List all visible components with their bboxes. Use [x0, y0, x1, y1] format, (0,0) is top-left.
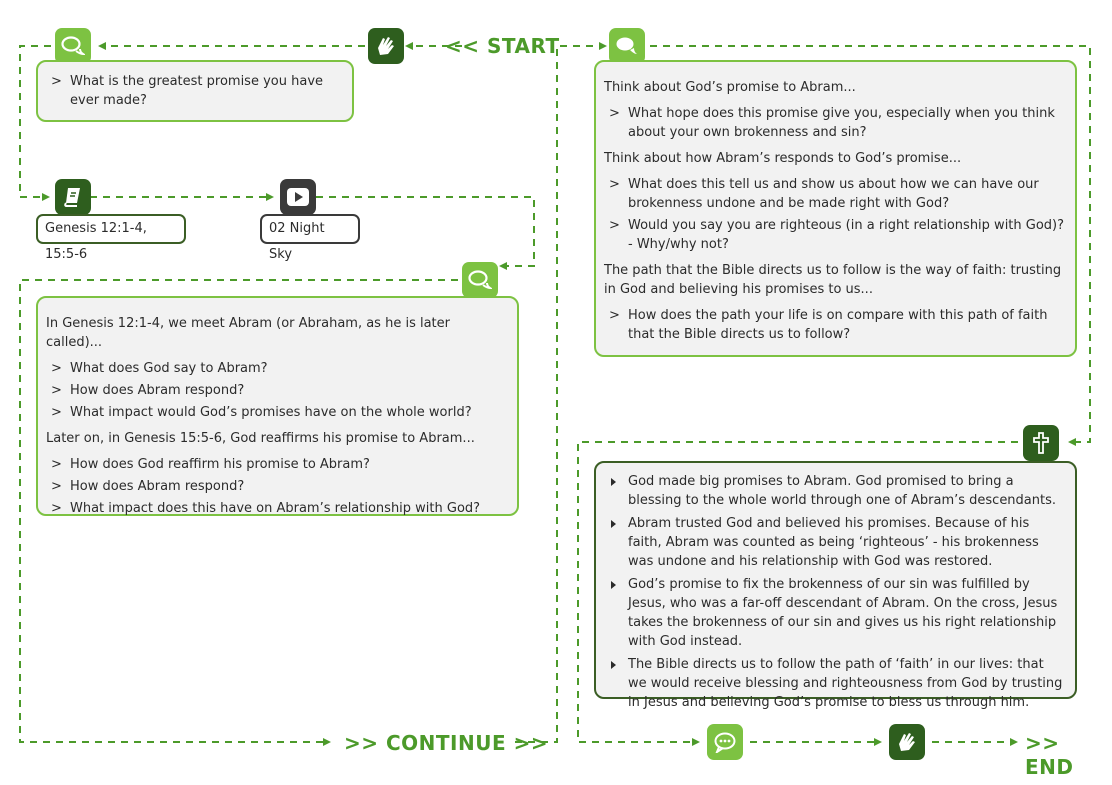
- list-item: Would you say you are righteous (in a ri…: [604, 216, 1065, 254]
- cross-icon: [1023, 425, 1059, 461]
- list-item: How does Abram respond?: [46, 381, 507, 400]
- opening-question-box: What is the greatest promise you have ev…: [36, 60, 354, 122]
- summary-box: God made big promises to Abram. God prom…: [594, 461, 1077, 710]
- discussion1-intro2: Later on, in Genesis 15:5-6, God reaffir…: [46, 431, 475, 446]
- praying-hands-icon: [368, 28, 404, 64]
- bible-reference: Genesis 12:1-4, 15:5-6: [36, 214, 186, 262]
- summary-point: Abram trusted God and believed his promi…: [604, 514, 1065, 571]
- list-item: How does the path your life is on compar…: [604, 306, 1065, 344]
- discussion-box-1: In Genesis 12:1-4, we meet Abram (or Abr…: [36, 296, 519, 518]
- list-item: How does Abram respond?: [46, 477, 507, 496]
- praying-hands-icon: [889, 724, 925, 760]
- list-item: What impact would God’s promises have on…: [46, 403, 507, 422]
- discussion2-intro1: Think about God’s promise to Abram...: [604, 80, 856, 95]
- discussion2-intro2: Think about how Abram’s responds to God’…: [604, 151, 962, 166]
- list-item: What impact does this have on Abram’s re…: [46, 499, 507, 518]
- list-item: How does God reaffirm his promise to Abr…: [46, 455, 507, 474]
- play-icon: [280, 179, 316, 215]
- list-item: What does God say to Abram?: [46, 359, 507, 378]
- speech-bubbles-icon: [609, 28, 645, 64]
- end-label: >> END: [1025, 731, 1074, 779]
- chat-bubble-icon: [707, 724, 743, 760]
- discussion1-intro1: In Genesis 12:1-4, we meet Abram (or Abr…: [46, 316, 450, 350]
- summary-point: God made big promises to Abram. God prom…: [604, 472, 1065, 510]
- discussion-box-2: Think about God’s promise to Abram... Wh…: [594, 60, 1077, 357]
- book-icon: [55, 179, 91, 215]
- list-item: What does this tell us and show us about…: [604, 175, 1065, 213]
- discussion2-intro3: The path that the Bible directs us to fo…: [604, 263, 1062, 297]
- opening-question: What is the greatest promise you have ev…: [46, 72, 342, 110]
- list-item: What hope does this promise give you, es…: [604, 104, 1065, 142]
- continue-label: >> CONTINUE >>: [344, 731, 549, 755]
- summary-point: The Bible directs us to follow the path …: [604, 655, 1065, 712]
- summary-point: God’s promise to fix the brokenness of o…: [604, 575, 1065, 651]
- start-label: << START: [445, 34, 560, 58]
- speech-bubbles-icon: [462, 262, 498, 298]
- video-reference: 02 Night Sky: [260, 214, 360, 262]
- speech-bubbles-icon: [55, 28, 91, 64]
